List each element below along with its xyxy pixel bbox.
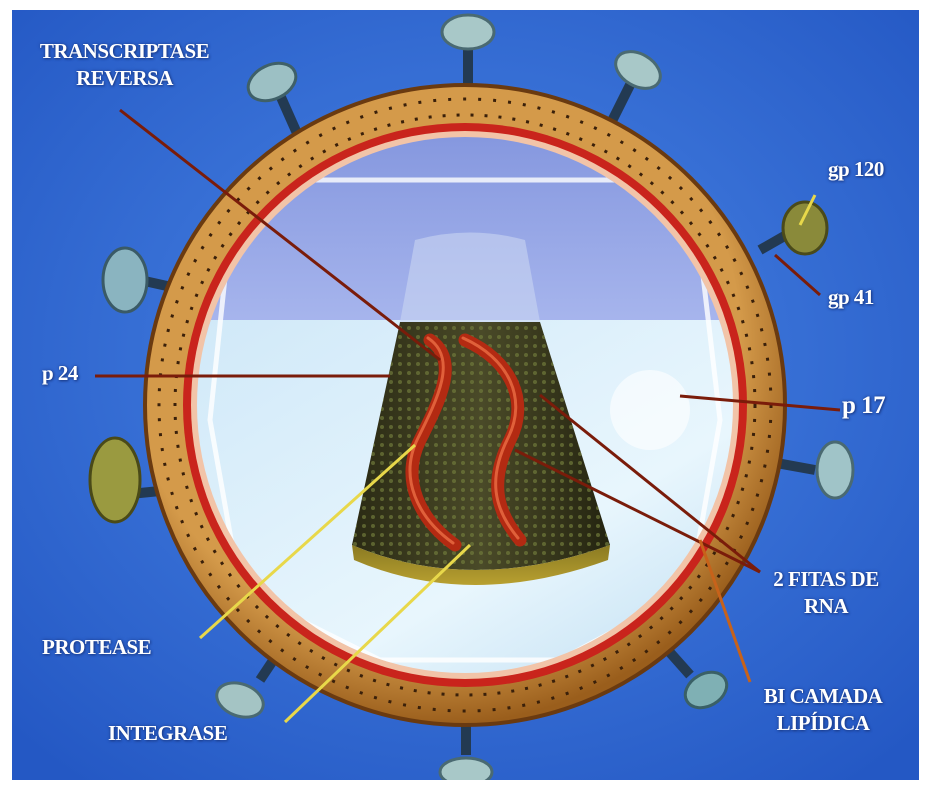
label-reverse-transcriptase: TRANSCRIPTASE REVERSA (22, 38, 227, 92)
label-lipid-bilayer: BI CAMADA LIPÍDICA (748, 683, 898, 737)
label-rna-line1: 2 FITAS DE (762, 566, 890, 593)
label-reverse-transcriptase-line1: TRANSCRIPTASE (22, 38, 227, 65)
label-protease: PROTEASE (42, 634, 151, 661)
label-gp41: gp 41 (828, 284, 874, 311)
label-p17: p 17 (842, 392, 885, 419)
label-p24: p 24 (42, 360, 78, 387)
label-lipid-bilayer-line2: LIPÍDICA (748, 710, 898, 737)
label-rna: 2 FITAS DE RNA (762, 566, 890, 620)
label-rna-line2: RNA (762, 593, 890, 620)
label-reverse-transcriptase-line2: REVERSA (22, 65, 227, 92)
label-integrase: INTEGRASE (108, 720, 227, 747)
label-lipid-bilayer-line1: BI CAMADA (748, 683, 898, 710)
label-gp120: gp 120 (828, 156, 884, 183)
